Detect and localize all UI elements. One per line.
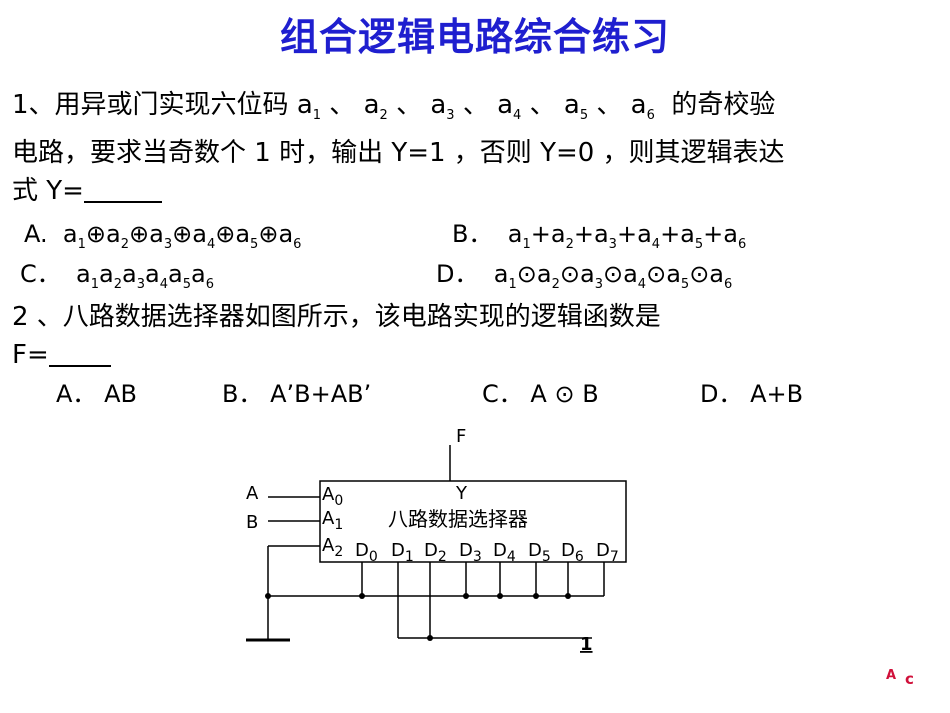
q1-line2: 电路，要求当奇数个 1 时，输出 Y=1 ，否则 Y=0 ，则其逻辑表达 [12,138,785,168]
q1-line3: 式 Y= [12,174,162,208]
input-b-label: B [246,512,258,533]
q1-sep: 、 [462,90,489,120]
q1-sep: 、 [596,90,623,120]
q1-a1: a1 [296,90,322,123]
answer-blank [83,175,162,203]
pin-d0: D0 [355,540,378,565]
q1-prefix: 1、用异或门实现六位码 [12,90,289,120]
q2-option-a: A． AB [56,380,137,408]
q1-sep: 、 [329,90,356,120]
q1-option-d: D． a1⊙a2⊙a3⊙a4⊙a5⊙a6 [436,260,733,292]
q1-option-c: C． a1a2a3a4a5a6 [20,260,215,292]
answer-blank [48,339,111,367]
y-pin-label: Y [455,483,468,504]
page-title: 组合逻辑电路综合练习 [279,15,670,59]
q2-line2: F= [12,338,111,372]
corner-mark-right: c [905,670,914,688]
q1-option-b: B． a1+a2+a3+a4+a5+a6 [452,220,747,252]
q1-suffix: 的奇校验 [671,90,776,120]
q2-line1: 2 、八路数据选择器如图所示，该电路实现的逻辑函数是 [12,302,661,332]
q1-sep: 、 [529,90,556,120]
pin-d4: D4 [493,540,516,565]
q1-a4: a4 [497,90,522,123]
pin-d7: D7 [596,540,619,565]
q1-line1: 1、用异或门实现六位码 a1 、 a2 、 a3 、 a4 、 a5 、 a6 … [12,88,775,122]
pin-d3: D3 [459,540,482,565]
q1-y-label: 式 Y= [12,176,84,206]
q2-f-label: F= [12,340,49,370]
q1-a3: a3 [430,90,455,123]
q1-option-a: A. a1⊕a2⊕a3⊕a4⊕a5⊕a6 [24,220,302,252]
pin-a2: A2 [322,535,343,560]
chip-name: 八路数据选择器 [388,507,528,531]
q1-a2: a2 [363,90,388,123]
q2-option-d: D． A+B [700,380,804,408]
corner-mark-left: A [886,668,897,683]
pin-d5: D5 [528,540,551,565]
q1-sep: 、 [396,90,423,120]
pin-d2: D2 [424,540,447,565]
pin-d1: D1 [391,540,414,565]
pin-a0: A0 [322,484,343,509]
junction-dots [265,593,571,641]
q1-a5: a5 [563,90,589,123]
q2-option-c: C． A ⊙ B [482,380,599,408]
input-a-label: A [246,483,259,504]
q1-a6: a6 [630,90,655,123]
q2-option-b: B． A’B+AB’ [222,380,372,408]
output-f-label: F [456,426,466,447]
pin-d6: D6 [561,540,584,565]
logic-one-label: 1 [580,634,593,655]
pin-a1: A1 [322,508,343,533]
